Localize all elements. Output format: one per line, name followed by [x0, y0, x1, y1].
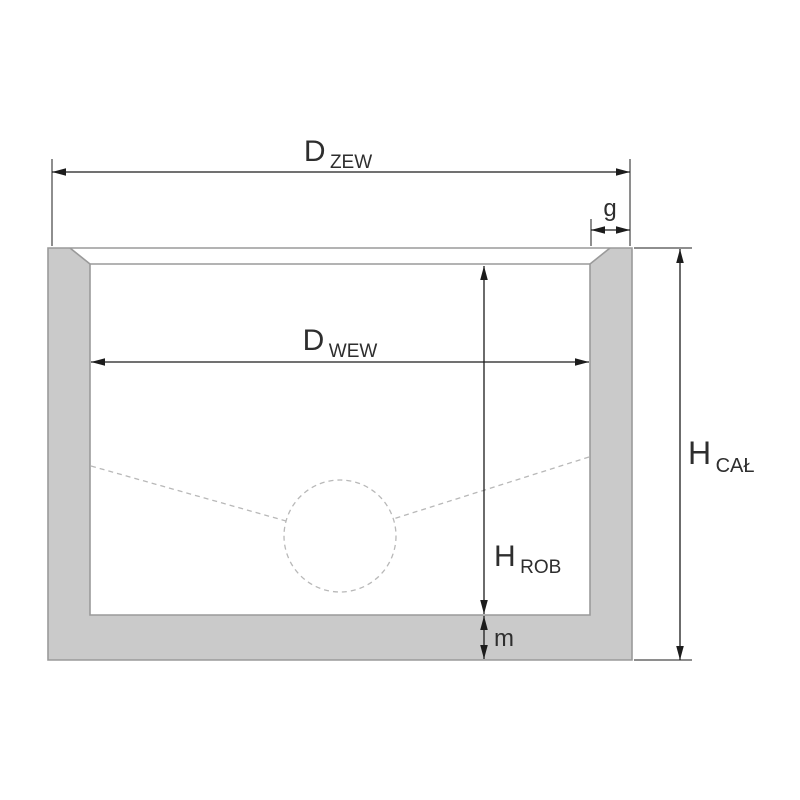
- flow-channel-line-right: [392, 456, 590, 520]
- label-g-main: g: [603, 195, 616, 222]
- label-h-cal: H CAŁ: [688, 435, 754, 477]
- label-h-cal-main: H: [688, 435, 711, 471]
- dimension-labels: D ZEW g D WEW H CAŁ H ROB m: [303, 135, 755, 652]
- label-h-rob-sub: ROB: [520, 557, 561, 578]
- dimension-lines: [51, 159, 692, 661]
- label-h-rob: H ROB: [494, 540, 561, 578]
- tank-wall-section: [47, 247, 633, 661]
- label-h-rob-main: H: [494, 540, 516, 573]
- label-d-wew-main: D: [303, 324, 325, 357]
- flow-channel-line-left: [90, 465, 287, 522]
- label-m: m: [494, 625, 514, 652]
- inlet-circle: [283, 479, 397, 593]
- label-h-cal-sub: CAŁ: [716, 455, 755, 477]
- tank-body: [47, 247, 633, 661]
- label-d-zew-main: D: [304, 135, 326, 168]
- label-d-zew-sub: ZEW: [330, 152, 372, 173]
- label-g: g: [603, 195, 616, 222]
- construction-lines: [90, 456, 590, 593]
- label-d-zew: D ZEW: [304, 135, 372, 173]
- label-d-wew-sub: WEW: [329, 341, 378, 362]
- label-m-main: m: [494, 625, 514, 652]
- label-d-wew: D WEW: [303, 324, 378, 362]
